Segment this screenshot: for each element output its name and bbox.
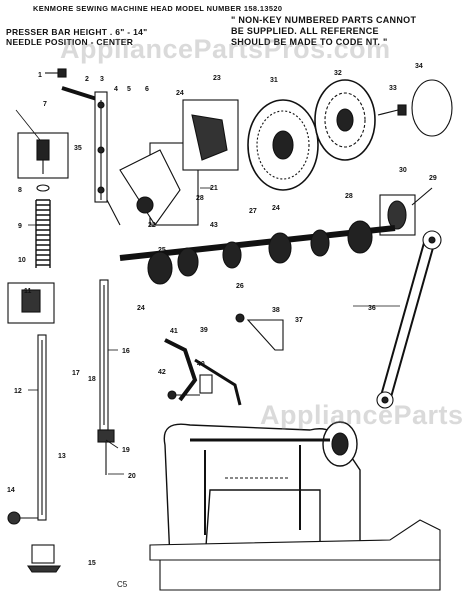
label-15: 15 bbox=[88, 560, 96, 567]
part-takeup-21 bbox=[119, 142, 199, 226]
part-screw-1 bbox=[45, 68, 67, 78]
label-20: 20 bbox=[128, 473, 136, 480]
label-39: 39 bbox=[200, 327, 208, 334]
presser-line-1: PRESSER BAR HEIGHT . 6" - 14" bbox=[6, 27, 148, 37]
label-26: 26 bbox=[236, 283, 244, 290]
watermark-repeat: AppliancePartsPros.com bbox=[260, 400, 462, 430]
non-key-note: " NON-KEY NUMBERED PARTS CANNOT BE SUPPL… bbox=[231, 15, 416, 48]
label-32: 32 bbox=[334, 70, 342, 77]
part-presser-bar-12 bbox=[37, 334, 47, 521]
part-tension-7 bbox=[17, 132, 69, 192]
label-4: 4 bbox=[114, 86, 118, 93]
label-28b: 28 bbox=[345, 193, 353, 200]
part-screw-33 bbox=[377, 104, 407, 116]
label-1: 1 bbox=[38, 72, 42, 79]
label-43: 43 bbox=[210, 222, 218, 229]
part-pulley-32 bbox=[314, 79, 376, 161]
label-8: 8 bbox=[18, 187, 22, 194]
label-7: 7 bbox=[43, 101, 47, 108]
presser-bar-spec: PRESSER BAR HEIGHT . 6" - 14" NEEDLE POS… bbox=[6, 27, 147, 47]
part-bracket-11 bbox=[7, 282, 55, 324]
label-19: 19 bbox=[122, 447, 130, 454]
label-17: 17 bbox=[72, 370, 80, 377]
label-42: 42 bbox=[158, 369, 166, 376]
page-code: C5 bbox=[117, 580, 128, 589]
label-41: 41 bbox=[170, 328, 178, 335]
part-number-labels: 1 2 3 4 5 6 7 8 9 10 11 12 13 14 15 16 1… bbox=[7, 63, 437, 567]
label-29: 29 bbox=[429, 175, 437, 182]
part-assembly-23 bbox=[182, 99, 239, 171]
leader-lines bbox=[15, 109, 400, 475]
label-25: 25 bbox=[158, 247, 166, 254]
part-needle-20 bbox=[97, 429, 115, 475]
label-21: 21 bbox=[210, 185, 218, 192]
part-spring-9 bbox=[35, 199, 51, 268]
part-main-shaft bbox=[119, 220, 396, 285]
label-10: 10 bbox=[18, 257, 26, 264]
label-34: 34 bbox=[415, 63, 423, 70]
part-presser-foot-15 bbox=[26, 544, 62, 573]
label-24b: 24 bbox=[272, 205, 280, 212]
diagram-title: KENMORE SEWING MACHINE HEAD MODEL NUMBER… bbox=[33, 4, 283, 13]
label-30: 30 bbox=[399, 167, 407, 174]
label-28a: 28 bbox=[196, 195, 204, 202]
part-rod-2 bbox=[61, 86, 101, 102]
machine-head-outline bbox=[149, 421, 441, 591]
part-thumbscrew-14 bbox=[7, 511, 38, 525]
label-31: 31 bbox=[270, 77, 278, 84]
label-37: 37 bbox=[295, 317, 303, 324]
part-ring-34 bbox=[411, 79, 453, 137]
watermark: AppliancePartsPros.com bbox=[60, 34, 391, 64]
label-2: 2 bbox=[85, 76, 89, 83]
part-feed-39 bbox=[164, 338, 242, 406]
label-36: 36 bbox=[368, 305, 376, 312]
label-11: 11 bbox=[24, 288, 32, 295]
label-13: 13 bbox=[58, 453, 66, 460]
label-5: 5 bbox=[127, 86, 131, 93]
note-line-3: SHOULD BE MADE TO CODE NT. " bbox=[231, 37, 388, 47]
presser-line-2: NEEDLE POSITION - CENTER bbox=[6, 37, 134, 47]
label-9: 9 bbox=[18, 223, 22, 230]
label-24c: 24 bbox=[137, 305, 145, 312]
label-6: 6 bbox=[145, 86, 149, 93]
note-line-1: " NON-KEY NUMBERED PARTS CANNOT bbox=[231, 15, 417, 25]
label-24a: 24 bbox=[176, 90, 184, 97]
label-35: 35 bbox=[74, 145, 82, 152]
label-23: 23 bbox=[213, 75, 221, 82]
part-gear-31 bbox=[247, 99, 319, 191]
label-18: 18 bbox=[88, 376, 96, 383]
label-33: 33 bbox=[389, 85, 397, 92]
part-needle-bar-16 bbox=[99, 279, 109, 431]
label-16: 16 bbox=[122, 348, 130, 355]
label-12: 12 bbox=[14, 388, 22, 395]
label-27: 27 bbox=[249, 208, 257, 215]
part-frame-3 bbox=[94, 91, 121, 226]
part-lever-37 bbox=[235, 313, 284, 351]
note-line-2: BE SUPPLIED. ALL REFERENCE bbox=[231, 26, 379, 36]
label-40: 40 bbox=[197, 361, 205, 368]
label-14: 14 bbox=[7, 487, 15, 494]
label-38: 38 bbox=[272, 307, 280, 314]
label-22: 22 bbox=[148, 222, 156, 229]
part-link-36 bbox=[376, 230, 442, 409]
label-3: 3 bbox=[100, 76, 104, 83]
